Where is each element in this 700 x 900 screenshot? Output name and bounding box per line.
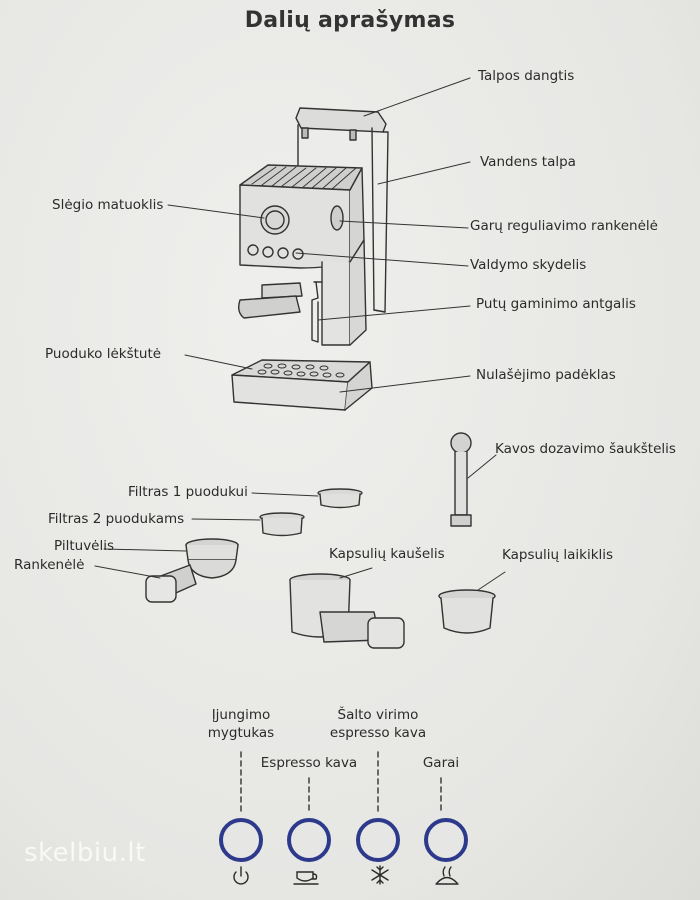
power-button-label-line1: Įjungimo: [211, 707, 271, 723]
label-filter-single: Filtras 1 puodukui: [128, 484, 248, 500]
watermark: skelbiu.lt: [24, 838, 146, 868]
label-tank-lid: Talpos dangtis: [478, 68, 575, 84]
power-icon: [233, 866, 249, 885]
steam-icon: [435, 866, 459, 885]
capsule-portafilter-illustration: [289, 567, 405, 649]
label-espresso-button: Espresso kava: [254, 754, 364, 772]
label-cold-brew-button: Šalto virimo espresso kava: [323, 706, 433, 742]
page-title: Dalių aprašymas: [244, 8, 456, 33]
label-capsule-holder: Kapsulių laikiklis: [502, 547, 614, 563]
label-control-panel: Valdymo skydelis: [470, 257, 587, 273]
coffee-spoon-illustration: [450, 432, 497, 527]
filter-double-illustration: [191, 512, 305, 537]
cup-icon: [293, 871, 319, 885]
steam-button-label: Garai: [422, 755, 460, 771]
portafilter-illustration: [94, 538, 239, 603]
cold-brew-button-label-line1: Šalto virimo: [337, 707, 419, 723]
cold-brew-button-label-line2: espresso kava: [329, 725, 427, 741]
label-steam-knob: Garų reguliavimo rankenėlė: [470, 218, 658, 234]
label-coffee-spoon: Kavos dozavimo šaukštelis: [495, 441, 676, 457]
capsule-holder-illustration: [438, 571, 506, 634]
button-guide-lines: [240, 751, 442, 813]
label-drip-tray: Nulašėjimo padėklas: [476, 367, 616, 383]
espresso-button-label: Espresso kava: [260, 755, 358, 771]
leader-lines: [167, 77, 471, 393]
label-filter-double: Filtras 2 puodukams: [48, 511, 185, 527]
label-steam-button: Garai: [411, 754, 471, 772]
filter-single-illustration: [251, 488, 363, 509]
power-button-label-line2: mygtukas: [207, 725, 275, 741]
espresso-machine-illustration: [231, 107, 389, 411]
label-funnel: Piltuvėlis: [54, 538, 115, 554]
label-water-tank: Vandens talpa: [480, 154, 576, 170]
label-steam-wand: Putų gaminimo antgalis: [476, 296, 636, 312]
label-handle: Rankenėlė: [14, 557, 85, 573]
label-pressure-gauge: Slėgio matuoklis: [52, 197, 164, 213]
label-capsule-portafilter: Kapsulių kaušelis: [329, 546, 445, 562]
button-rings: [219, 818, 468, 862]
snowflake-icon: [371, 865, 389, 885]
label-power-button: Įjungimo mygtukas: [191, 706, 291, 742]
label-cup-tray: Puoduko lėkštutė: [45, 346, 162, 362]
